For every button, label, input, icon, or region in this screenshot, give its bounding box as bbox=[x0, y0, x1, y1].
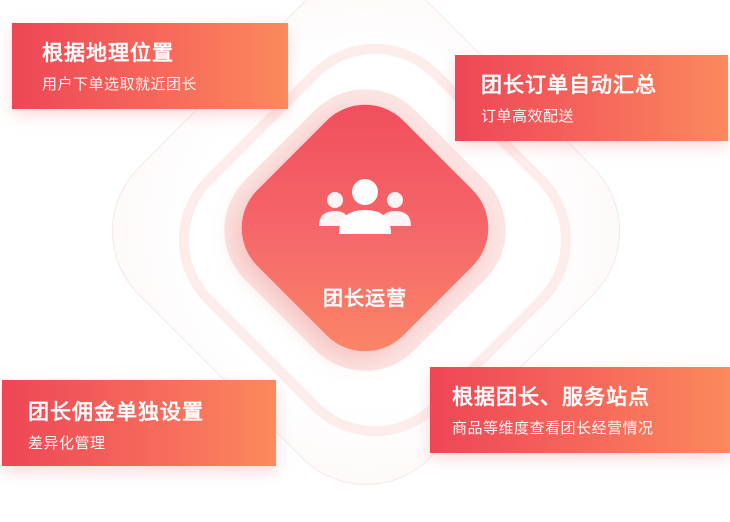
feature-card-title: 团长佣金单独设置 bbox=[28, 400, 204, 424]
feature-card-title: 根据团长、服务站点 bbox=[452, 385, 650, 409]
feature-card-subtitle: 订单高效配送 bbox=[481, 107, 575, 125]
feature-card-title: 团长订单自动汇总 bbox=[481, 73, 657, 97]
feature-card-location: 根据地理位置 用户下单选取就近团长 bbox=[12, 23, 288, 109]
feature-card-analytics: 根据团长、服务站点 商品等维度查看团长经营情况 bbox=[430, 367, 730, 453]
feature-card-order-summary: 团长订单自动汇总 订单高效配送 bbox=[455, 55, 728, 141]
feature-card-subtitle: 差异化管理 bbox=[28, 434, 106, 452]
feature-card-subtitle: 用户下单选取就近团长 bbox=[42, 75, 198, 93]
feature-card-commission: 团长佣金单独设置 差异化管理 bbox=[2, 380, 276, 466]
feature-card-title: 根据地理位置 bbox=[42, 41, 174, 65]
center-title: 团长运营 bbox=[323, 286, 407, 310]
feature-card-subtitle: 商品等维度查看团长经营情况 bbox=[452, 419, 654, 437]
users-group-icon bbox=[315, 172, 415, 252]
